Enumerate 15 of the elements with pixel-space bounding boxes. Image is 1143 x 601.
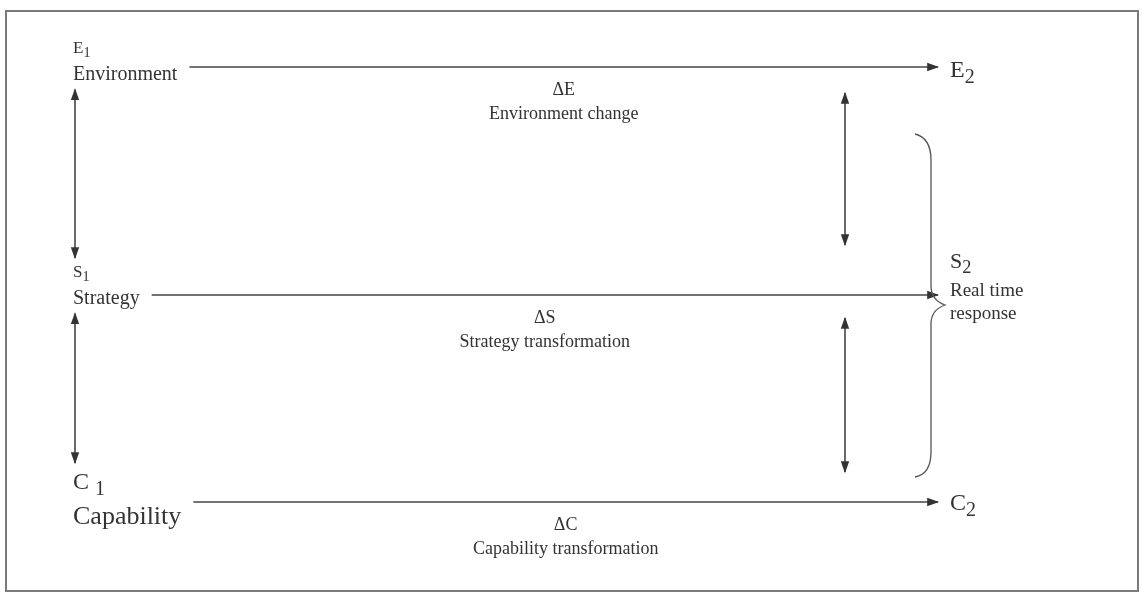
node-label: Capability: [73, 499, 182, 531]
variable-label: C $_{1}$: [73, 467, 105, 500]
arrow: [192, 497, 940, 507]
variable-label: E$_{2}$: [950, 55, 975, 88]
node-label: Strategy: [73, 285, 140, 310]
arrow: [150, 290, 940, 300]
variable-label: S$_{1}$: [73, 262, 90, 286]
variable-label: C$_{2}$: [950, 488, 976, 521]
node-label: Real time response: [950, 279, 1025, 325]
arrow: [70, 312, 80, 465]
variable-label: S$_{2}$: [950, 248, 972, 280]
arrow: [188, 62, 940, 72]
node-label: Environment: [73, 61, 178, 86]
arrow: [70, 88, 80, 260]
variable-label: E$_{1}$: [73, 38, 91, 62]
